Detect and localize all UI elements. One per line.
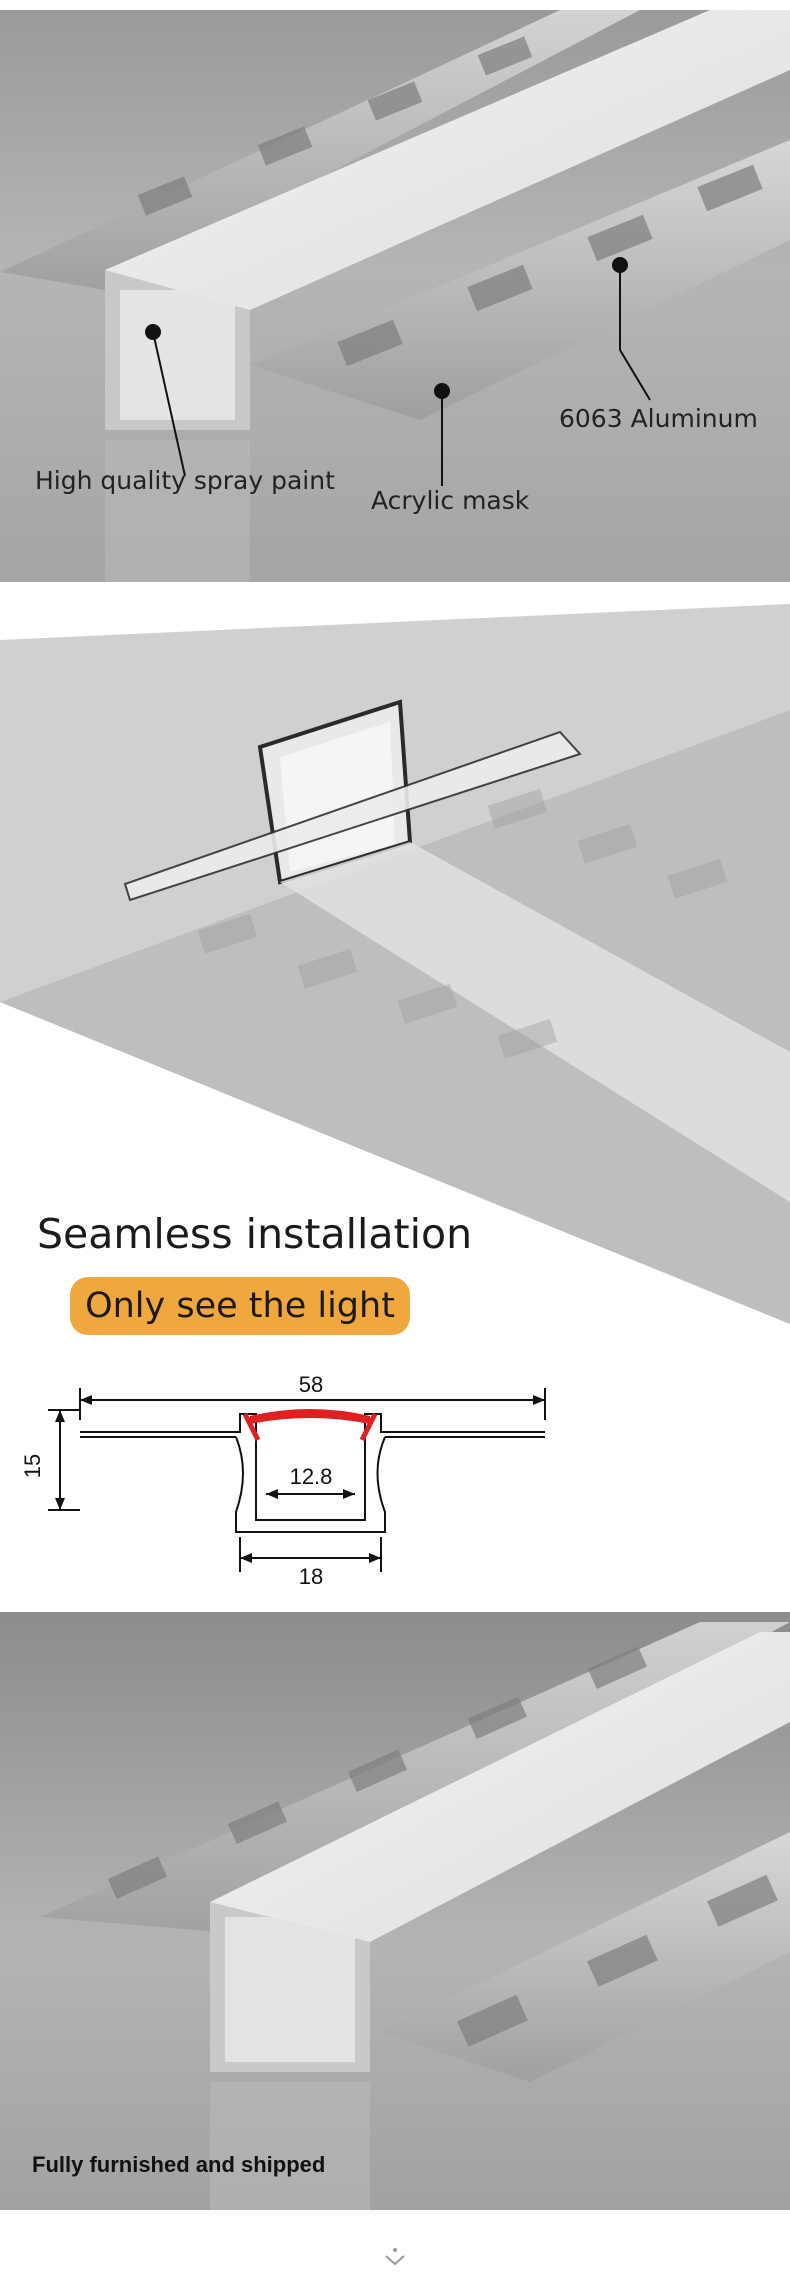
dim-channel-width: 18 [299, 1564, 323, 1589]
installation-render [0, 604, 790, 1324]
label-aluminum: 6063 Aluminum [559, 404, 758, 433]
scroll-down-icon[interactable] [378, 2246, 412, 2270]
label-mask: Acrylic mask [371, 486, 530, 515]
label-paint: High quality spray paint [35, 466, 335, 495]
section-title: Seamless installation [37, 1210, 473, 1258]
product-photo-labelled: 6063 Aluminum High quality spray paint A… [0, 10, 790, 582]
profile-render-1 [0, 10, 790, 582]
highlight-badge: Only see the light [70, 1277, 410, 1335]
installation-panel: Seamless installation Only see the light… [0, 582, 790, 1612]
dim-total-width: 58 [299, 1372, 323, 1397]
shipping-caption: Fully furnished and shipped [32, 2152, 326, 2177]
product-photo-shipped: Fully furnished and shipped [0, 1612, 790, 2210]
profile-render-2 [40, 1622, 790, 2210]
dimension-drawing: 58 15 12.8 18 [20, 1372, 546, 1589]
dim-inner-width: 12.8 [290, 1464, 333, 1489]
dim-height: 15 [20, 1454, 45, 1478]
